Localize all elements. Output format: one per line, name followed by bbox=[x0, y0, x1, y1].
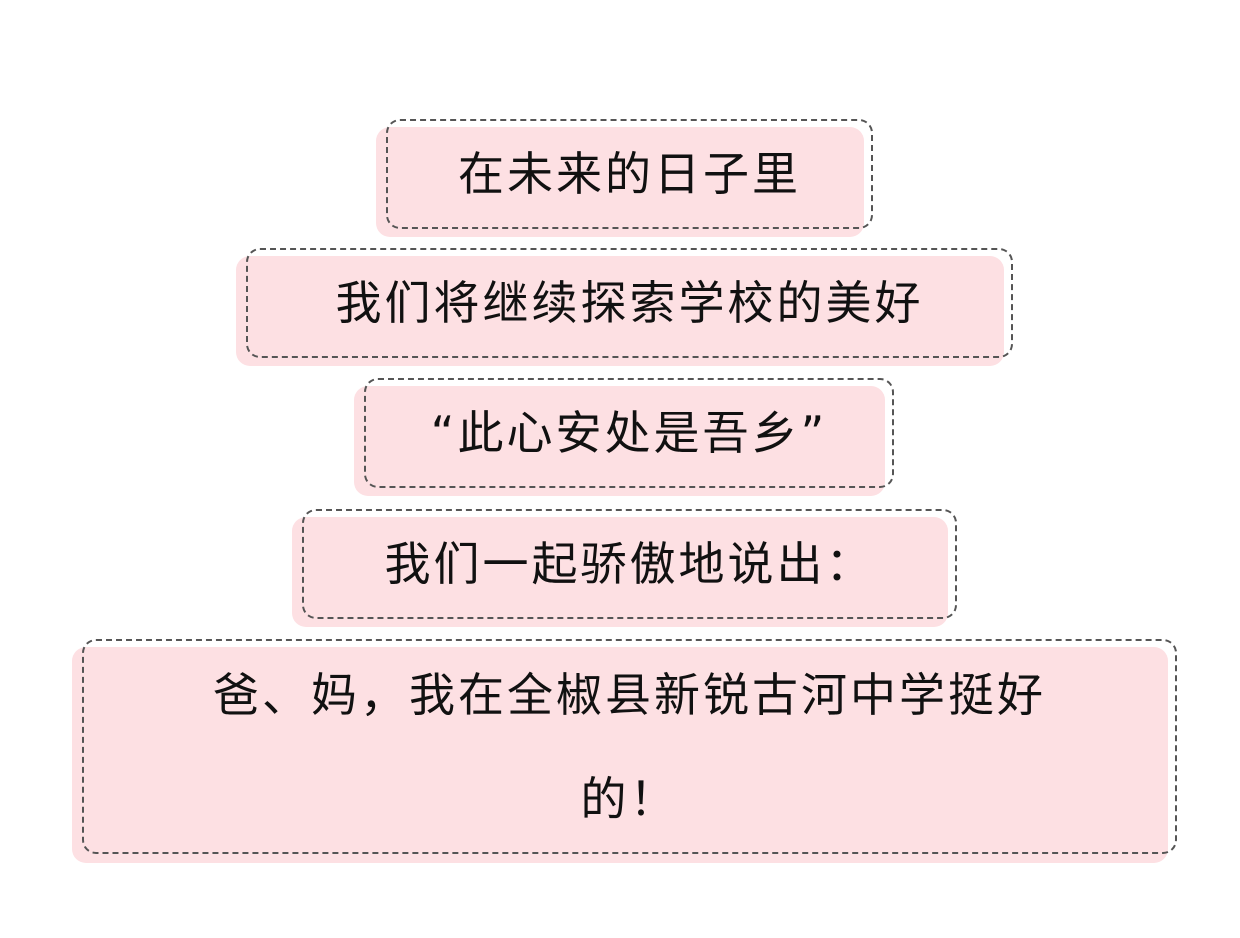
card-text: 我们一起骄傲地说出： bbox=[384, 537, 875, 591]
text-card-3: “此心安处是吾乡” bbox=[354, 378, 894, 496]
card-dashed-border bbox=[302, 509, 957, 619]
card-text: 在未来的日子里 bbox=[458, 147, 801, 201]
card-dashed-border bbox=[82, 639, 1177, 854]
text-card-5: 爸、妈，我在全椒县新锐古河中学挺好 的！ bbox=[72, 639, 1177, 863]
card-text: 爸、妈，我在全椒县新锐古河中学挺好 的！ bbox=[82, 639, 1177, 854]
text-card-4: 我们一起骄傲地说出： bbox=[292, 509, 957, 627]
text-card-1: 在未来的日子里 bbox=[376, 119, 873, 237]
card-fill bbox=[354, 386, 885, 496]
card-fill bbox=[72, 647, 1168, 863]
card-fill bbox=[376, 127, 864, 237]
card-text: “此心安处是吾乡” bbox=[430, 406, 828, 460]
card-fill bbox=[292, 517, 948, 627]
card-dashed-border bbox=[364, 378, 894, 488]
card-text-line-2: 的！ bbox=[580, 771, 679, 826]
card-text-line-1: 爸、妈，我在全椒县新锐古河中学挺好 bbox=[213, 667, 1046, 722]
text-card-2: 我们将继续探索学校的美好 bbox=[236, 248, 1013, 366]
card-dashed-border bbox=[246, 248, 1013, 358]
card-dashed-border bbox=[386, 119, 873, 229]
card-fill bbox=[236, 256, 1004, 366]
card-text: 我们将继续探索学校的美好 bbox=[335, 276, 924, 330]
